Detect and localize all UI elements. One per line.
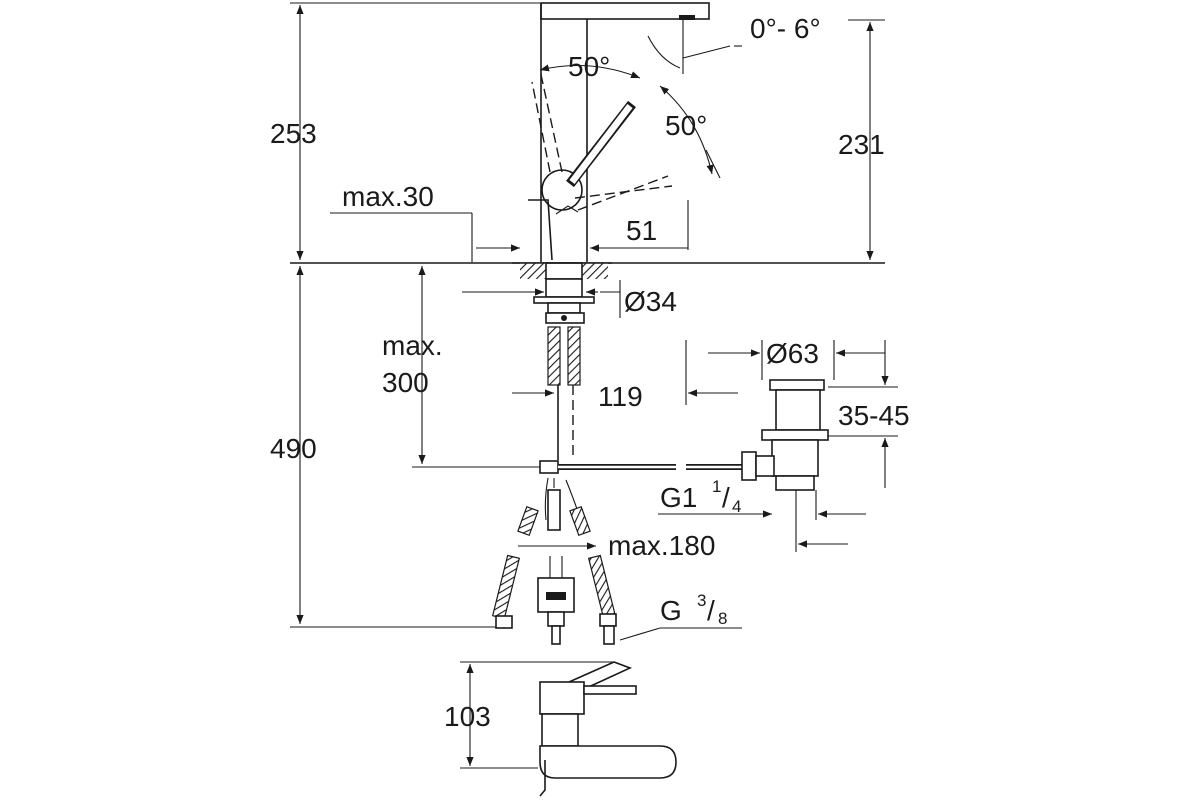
height490-label: 490	[270, 433, 317, 464]
lever-angle-right-label: 50°	[665, 110, 707, 141]
max30-dimension: max.30	[330, 181, 520, 262]
height103-label: 103	[444, 701, 491, 732]
dist119-label: 119	[598, 381, 643, 412]
popup-rod	[539, 460, 748, 474]
range-label: 35-45	[838, 400, 910, 431]
g38-denominator: 8	[718, 609, 727, 628]
total-height-label: 253	[270, 118, 317, 149]
max180-dimension: max.180	[608, 530, 848, 561]
spout-height-label: 231	[838, 129, 885, 160]
g38-main: G	[660, 595, 682, 626]
diameter34-label: Ø34	[624, 286, 677, 317]
max300-label-line1: max.	[382, 330, 443, 361]
height490-dimension: 490	[270, 266, 500, 628]
mounting-shank	[512, 262, 612, 324]
diameter63-dimension: Ø63	[708, 338, 885, 380]
reach-label: 51	[626, 215, 657, 246]
supply-hoses	[547, 326, 581, 460]
lever-angle-dimension: 50° 50°	[539, 51, 721, 179]
diameter34-dimension: Ø34	[462, 280, 677, 318]
g38-slash: /	[707, 595, 715, 626]
drain-valve	[741, 379, 829, 552]
exploded-hoses	[491, 477, 617, 645]
lever-angle-left-label: 50°	[568, 51, 610, 82]
g114-main: G1	[660, 482, 697, 513]
g114-numerator: 1	[712, 477, 721, 496]
total-height-dimension: 253	[270, 2, 540, 260]
faucet-body	[528, 2, 710, 262]
tilt-angle-dimension: 0°- 6°	[647, 13, 821, 74]
diameter63-label: Ø63	[766, 338, 819, 369]
max300-label-line2: 300	[382, 367, 429, 398]
reach-dimension: 51	[590, 200, 689, 252]
thread-g114-dimension: G1 1 / 4	[658, 477, 866, 518]
faucet-side-view: 103	[444, 661, 677, 797]
range-dimension: 35-45	[828, 340, 910, 488]
max30-label: max.30	[342, 181, 434, 212]
spout-height-dimension: 231	[838, 19, 885, 260]
max180-label: max.180	[608, 530, 715, 561]
g114-slash: /	[722, 482, 730, 513]
thread-g38-dimension: G 3 / 8	[619, 591, 742, 641]
g114-denominator: 4	[732, 497, 741, 516]
tilt-angle-label: 0°- 6°	[750, 13, 821, 44]
max300-dimension: max. 300	[382, 266, 540, 468]
dist119-dimension: 119	[512, 340, 738, 412]
g38-numerator: 3	[697, 591, 706, 610]
